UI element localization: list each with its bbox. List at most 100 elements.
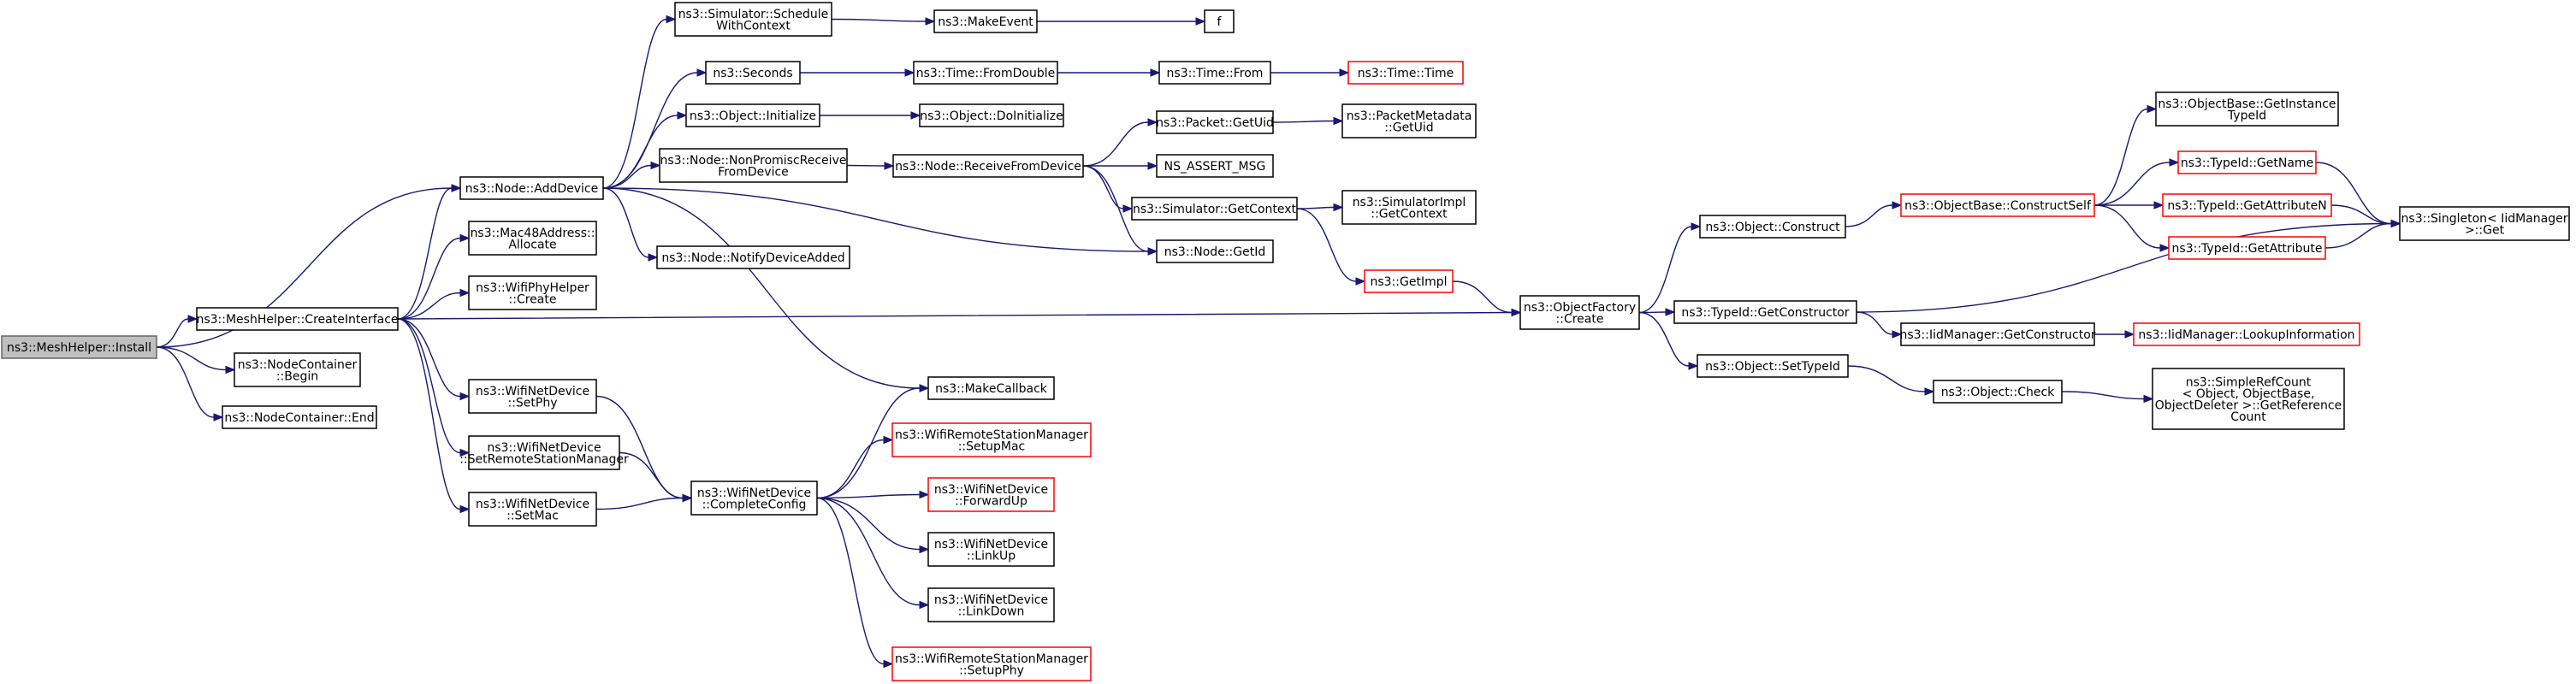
edge-objbase-constructself-to-typeid-getattr — [2093, 204, 2161, 249]
node-wnd-linkup[interactable]: ns3::WifiNetDevice::LinkUp — [927, 532, 1055, 567]
node-typeid-getattr[interactable]: ns3::TypeId::GetAttribute — [2168, 236, 2326, 260]
node-add-device[interactable]: ns3::Node::AddDevice — [459, 176, 604, 200]
node-wnd-forwardup[interactable]: ns3::WifiNetDevice::ForwardUp — [927, 477, 1055, 512]
node-wnd-linkdown[interactable]: ns3::WifiNetDevice::LinkDown — [927, 587, 1055, 622]
node-iidmgr-lookup[interactable]: ns3::IidManager::LookupInformation — [2133, 322, 2360, 346]
edge-arrowhead — [1195, 17, 1206, 26]
node-label: ns3::Time::From — [1167, 67, 1264, 80]
node-ns-assert[interactable]: NS_ASSERT_MSG — [1156, 154, 1274, 178]
node-label: ns3::TypeId::GetConstructor — [1681, 306, 1849, 320]
node-node-receive[interactable]: ns3::Node::ReceiveFromDevice — [892, 154, 1084, 178]
node-make-callback[interactable]: ns3::MakeCallback — [927, 376, 1055, 400]
node-obj-check[interactable]: ns3::Object::Check — [1933, 380, 2063, 404]
edge-arrowhead — [2159, 244, 2170, 252]
node-typeid-getname[interactable]: ns3::TypeId::GetName — [2177, 150, 2317, 174]
node-nc-begin[interactable]: ns3::NodeContainer::Begin — [234, 352, 361, 387]
node-wrsm-setupphy[interactable]: ns3::WifiRemoteStationManager::SetupPhy — [891, 646, 1092, 681]
node-wrsm-setupmac[interactable]: ns3::WifiRemoteStationManager::SetupMac — [891, 422, 1092, 457]
node-install[interactable]: ns3::MeshHelper::Install — [1, 335, 157, 359]
node-seconds[interactable]: ns3::Seconds — [705, 61, 801, 85]
node-wnd-setphy[interactable]: ns3::WifiNetDevice::SetPhy — [468, 379, 597, 414]
node-wnd-setrsm[interactable]: ns3::WifiNetDevice::SetRemoteStationMana… — [459, 435, 629, 470]
node-label: >::Get — [2465, 223, 2505, 237]
edge-arrowhead — [650, 161, 661, 170]
node-label: ::Create — [1556, 312, 1604, 326]
node-label: ns3::Mac48Address:: — [471, 227, 595, 240]
node-pkt-meta-getuid[interactable]: ns3::PacketMetadata::GetUid — [1341, 103, 1477, 139]
node-node-notify[interactable]: ns3::Node::NotifyDeviceAdded — [656, 245, 850, 269]
node-time-time[interactable]: ns3::Time::Time — [1347, 61, 1464, 85]
node-box — [1131, 197, 1298, 221]
node-obj-factory-create[interactable]: ns3::ObjectFactory::Create — [1519, 295, 1640, 330]
edge-typeid-getattrn-to-singleton-get — [2330, 204, 2392, 225]
node-box — [1900, 322, 2095, 346]
edge-arrowhead — [2169, 158, 2180, 167]
node-label: ::ForwardUp — [955, 494, 1027, 508]
edge-typeid-getattr-to-singleton-get — [2324, 222, 2392, 249]
node-time-fromdouble[interactable]: ns3::Time::FromDouble — [913, 61, 1058, 85]
node-getimpl[interactable]: ns3::GetImpl — [1364, 269, 1454, 293]
node-box — [919, 103, 1064, 127]
edge-create-iface-to-mac48 — [397, 237, 461, 320]
edge-arrowhead — [1147, 118, 1158, 127]
node-label: ns3::Singleton< IidManager — [2401, 212, 2568, 226]
node-time-from[interactable]: ns3::Time::From — [1158, 61, 1271, 85]
node-box — [656, 245, 850, 269]
node-typeid-getattrn[interactable]: ns3::TypeId::GetAttributeN — [2162, 193, 2332, 217]
node-box — [913, 61, 1058, 85]
edge-arrowhead — [225, 365, 236, 374]
node-label: ns3::PacketMetadata — [1347, 109, 1472, 123]
node-make-event[interactable]: ns3::MakeEvent — [933, 9, 1038, 33]
edge-arrowhead — [187, 315, 198, 323]
edge-node-receive-to-packet-getuid — [1082, 121, 1149, 167]
node-wifiphy-create[interactable]: ns3::WifiPhyHelper::Create — [468, 275, 597, 310]
node-sim-getcontext[interactable]: ns3::Simulator::GetContext — [1131, 197, 1298, 221]
edge-create-iface-to-add-device — [397, 187, 453, 320]
edge-wnd-setrsm-to-wnd-complete — [619, 451, 684, 499]
edge-wnd-complete-to-wrsm-setupphy — [816, 497, 885, 665]
node-obj-settypeid[interactable]: ns3::Object::SetTypeId — [1697, 354, 1849, 378]
node-label: ::SetPhy — [507, 396, 557, 410]
node-box — [927, 477, 1055, 512]
node-simplerefcount[interactable]: ns3::SimpleRefCount< Object, ObjectBase,… — [2152, 368, 2345, 430]
node-label: ns3::ObjectBase::ConstructSelf — [1904, 199, 2092, 213]
node-typeid-getctor[interactable]: ns3::TypeId::GetConstructor — [1673, 300, 1857, 324]
node-box — [927, 587, 1055, 622]
node-box — [2399, 206, 2570, 241]
edge-arrowhead — [919, 490, 930, 499]
node-box — [2152, 368, 2345, 430]
node-box — [1900, 193, 2095, 217]
node-node-getid[interactable]: ns3::Node::GetId — [1156, 239, 1274, 263]
node-packet-getuid[interactable]: ns3::Packet::GetUid — [1156, 110, 1274, 134]
edge-arrowhead — [1691, 222, 1702, 231]
node-objbase-constructself[interactable]: ns3::ObjectBase::ConstructSelf — [1900, 193, 2095, 217]
node-box — [1364, 269, 1454, 293]
node-iidmgr-getctor[interactable]: ns3::IidManager::GetConstructor — [1899, 322, 2096, 346]
node-nc-end[interactable]: ns3::NodeContainer::End — [222, 405, 377, 429]
edge-install-to-add-device — [156, 187, 453, 348]
edge-wnd-setmac-to-wnd-complete — [595, 497, 684, 510]
edge-wnd-complete-to-wnd-forwardup — [816, 493, 921, 499]
edge-arrowhead — [1122, 204, 1134, 213]
edge-arrowhead — [696, 68, 708, 77]
edge-add-device-to-make-callback — [602, 187, 921, 389]
node-mac48[interactable]: ns3::Mac48Address::Allocate — [468, 221, 597, 256]
node-singleton-get[interactable]: ns3::Singleton< IidManager>::Get — [2399, 206, 2570, 241]
node-label: ns3::WifiNetDevice — [487, 441, 601, 455]
node-box — [659, 148, 848, 183]
node-obj-init[interactable]: ns3::Object::Initialize — [685, 103, 820, 127]
node-create-iface[interactable]: ns3::MeshHelper::CreateInterface — [196, 307, 399, 331]
node-label: ns3::GetImpl — [1370, 275, 1447, 289]
node-simimpl-getcontext[interactable]: ns3::SimulatorImpl::GetContext — [1341, 190, 1477, 225]
node-obj-construct[interactable]: ns3::Object::Construct — [1699, 215, 1846, 239]
node-label: ns3::Seconds — [713, 67, 792, 80]
node-f[interactable]: f — [1204, 9, 1235, 33]
node-wnd-setmac[interactable]: ns3::WifiNetDevice::SetMac — [468, 492, 597, 527]
node-wnd-complete[interactable]: ns3::WifiNetDevice::CompleteConfig — [690, 481, 818, 516]
node-label: ns3::Object::DoInitialize — [920, 109, 1063, 123]
node-obj-doinit[interactable]: ns3::Object::DoInitialize — [919, 103, 1064, 127]
